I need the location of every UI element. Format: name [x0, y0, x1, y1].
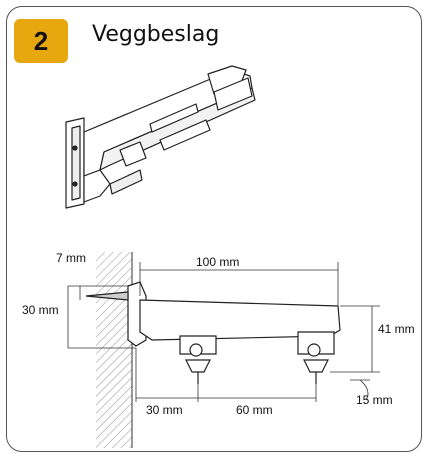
dimension-lines — [67, 262, 380, 402]
dim-spacing: 60 mm — [236, 403, 273, 417]
wall-section — [96, 252, 133, 448]
dim-total-height: 41 mm — [378, 322, 415, 336]
dim-first-offset: 30 mm — [146, 403, 183, 417]
step-number: 2 — [33, 25, 49, 56]
bracket-perspective-drawing — [65, 65, 256, 209]
step-number-badge: 2 — [14, 19, 68, 63]
dim-top-gap: 7 mm — [56, 251, 86, 265]
dim-length: 100 mm — [196, 255, 239, 269]
step-title: Veggbeslag — [92, 22, 220, 47]
dim-wall-height: 30 mm — [22, 303, 59, 317]
dim-bottom-offset: 15 mm — [356, 393, 393, 407]
